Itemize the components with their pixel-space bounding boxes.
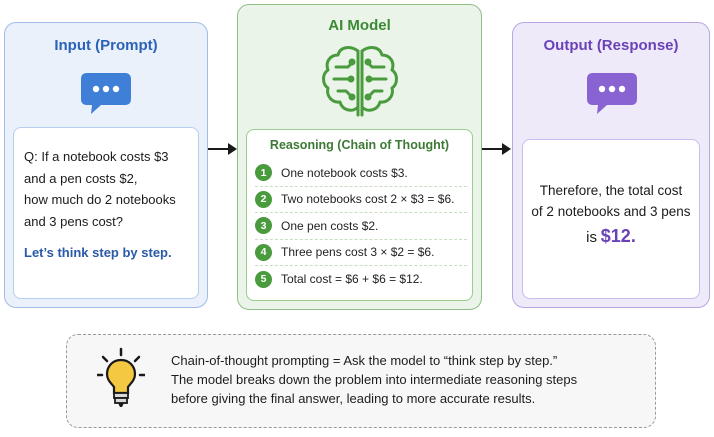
output-title: Output (Response) [543,37,679,54]
question-line: and a pen costs $2, [24,170,138,186]
question-text: Q: If a notebook costs $3 and a pen cost… [24,146,194,232]
note-line: before giving the final answer, leading … [171,391,536,406]
note-line: The model breaks down the problem into i… [171,372,578,387]
chat-bubble-icon [81,73,131,114]
chat-bubble-icon [587,73,637,114]
reasoning-steps: 1 One notebook costs $3. 2 Two notebooks… [255,160,467,293]
response-card: Therefore, the total cost of 2 notebooks… [522,139,700,299]
step-text: One pen costs $2. [281,218,379,233]
reasoning-step: 1 One notebook costs $3. [255,160,467,187]
answer-text: Therefore, the total cost of 2 notebooks… [523,180,699,248]
question-line: and 3 pens cost? [24,213,124,229]
final-answer-line: is $12. [523,226,699,248]
input-panel: Input (Prompt) Q: If a notebook costs $3… [4,22,208,308]
input-title: Input (Prompt) [54,37,158,54]
arrow-right-icon [482,143,511,155]
note-text: Chain-of-thought prompting = Ask the mod… [171,351,651,408]
reasoning-step: 5 Total cost = $6 + $6 = $12. [255,266,467,293]
question-line: how much do 2 notebooks [24,192,176,207]
step-text: One notebook costs $3. [281,165,408,180]
answer-prefix: is [586,229,598,246]
model-panel: AI Model Reasoning (Chain of Thought) 1 … [237,4,482,310]
reasoning-card: Reasoning (Chain of Thought) 1 One noteb… [246,129,473,301]
lightbulb-icon [97,347,145,407]
question-line: Q: If a notebook costs $3 [24,149,169,164]
answer-line: Therefore, the total cost [539,183,683,198]
step-number-badge: 4 [255,243,272,261]
reasoning-step: 3 One pen costs $2. [255,213,467,240]
step-text: Total cost = $6 + $6 = $12. [281,272,423,287]
step-number-badge: 3 [255,217,272,235]
step-text: Three pens cost 3 × $2 = $6. [281,245,435,260]
step-by-step-instruction: Let’s think step by step. [24,245,172,260]
step-number-badge: 1 [255,164,272,182]
note-line: Chain-of-thought prompting = Ask the mod… [171,353,558,368]
step-number-badge: 5 [255,270,272,288]
explanation-note: Chain-of-thought prompting = Ask the mod… [66,334,656,428]
model-title: AI Model [328,17,391,34]
prompt-card: Q: If a notebook costs $3 and a pen cost… [13,127,199,299]
reasoning-step: 4 Three pens cost 3 × $2 = $6. [255,240,467,266]
output-panel: Output (Response) Therefore, the total c… [512,22,710,308]
answer-line: of 2 notebooks and 3 pens [531,204,691,219]
reasoning-step: 2 Two notebooks cost 2 × $3 = $6. [255,187,467,213]
brain-circuit-icon [322,46,398,117]
step-number-badge: 2 [255,190,272,208]
reasoning-title: Reasoning (Chain of Thought) [269,138,450,152]
answer-value: $12. [600,226,636,246]
arrow-right-icon [208,143,237,155]
step-text: Two notebooks cost 2 × $3 = $6. [281,192,455,207]
